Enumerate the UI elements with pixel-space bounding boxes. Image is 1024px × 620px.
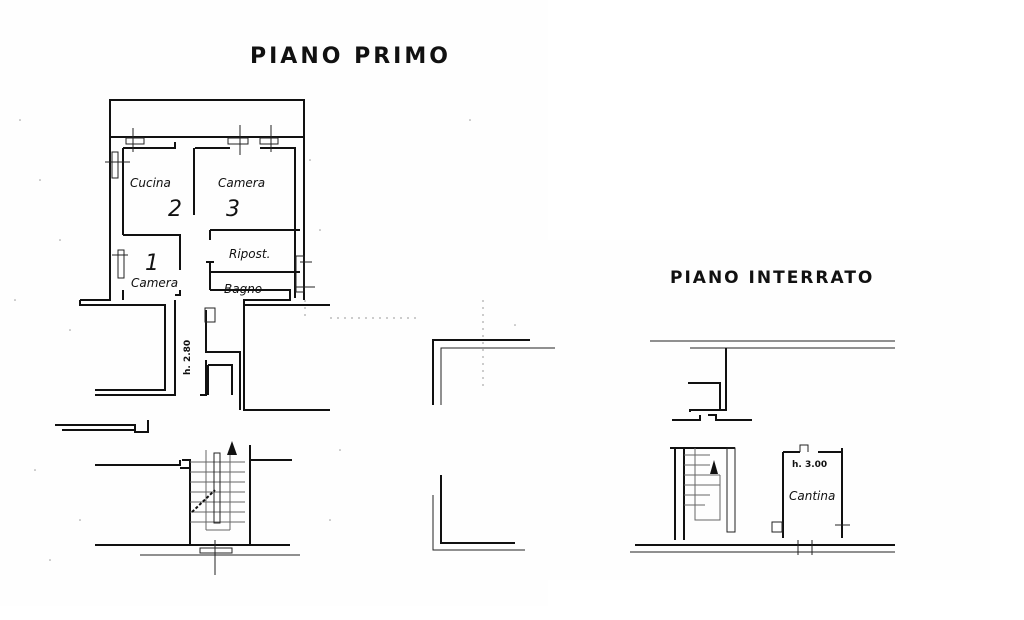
scan-noise <box>14 119 516 561</box>
stairs-up-arrow-icon <box>227 441 237 455</box>
room-label-cucina: Cucina <box>130 176 171 190</box>
plan-title-interrato: PIANO INTERRATO <box>670 268 874 288</box>
room-label-cantina: Cantina <box>789 489 835 503</box>
room-label-camera-3: Camera <box>218 176 265 190</box>
room-number-1: 1 <box>145 251 159 276</box>
staircase-primo <box>95 441 300 575</box>
room-number-2: 2 <box>168 197 182 222</box>
room-label-bagno: Bagno <box>224 282 262 296</box>
ceiling-height-interrato: h. 3.00 <box>792 460 827 470</box>
floor-plan-interrato <box>630 340 895 555</box>
plan-title-primo: PIANO PRIMO <box>250 44 451 69</box>
room-number-3: 3 <box>226 197 240 222</box>
room-label-ripostiglio: Ripost. <box>229 247 270 261</box>
room-label-camera-1: Camera <box>131 276 178 290</box>
adjacent-plan-fragment <box>432 300 555 551</box>
stairs-down-arrow-icon <box>710 460 718 474</box>
ceiling-height-primo: h. 2.80 <box>183 340 193 375</box>
floor-plan-primo <box>55 99 420 433</box>
